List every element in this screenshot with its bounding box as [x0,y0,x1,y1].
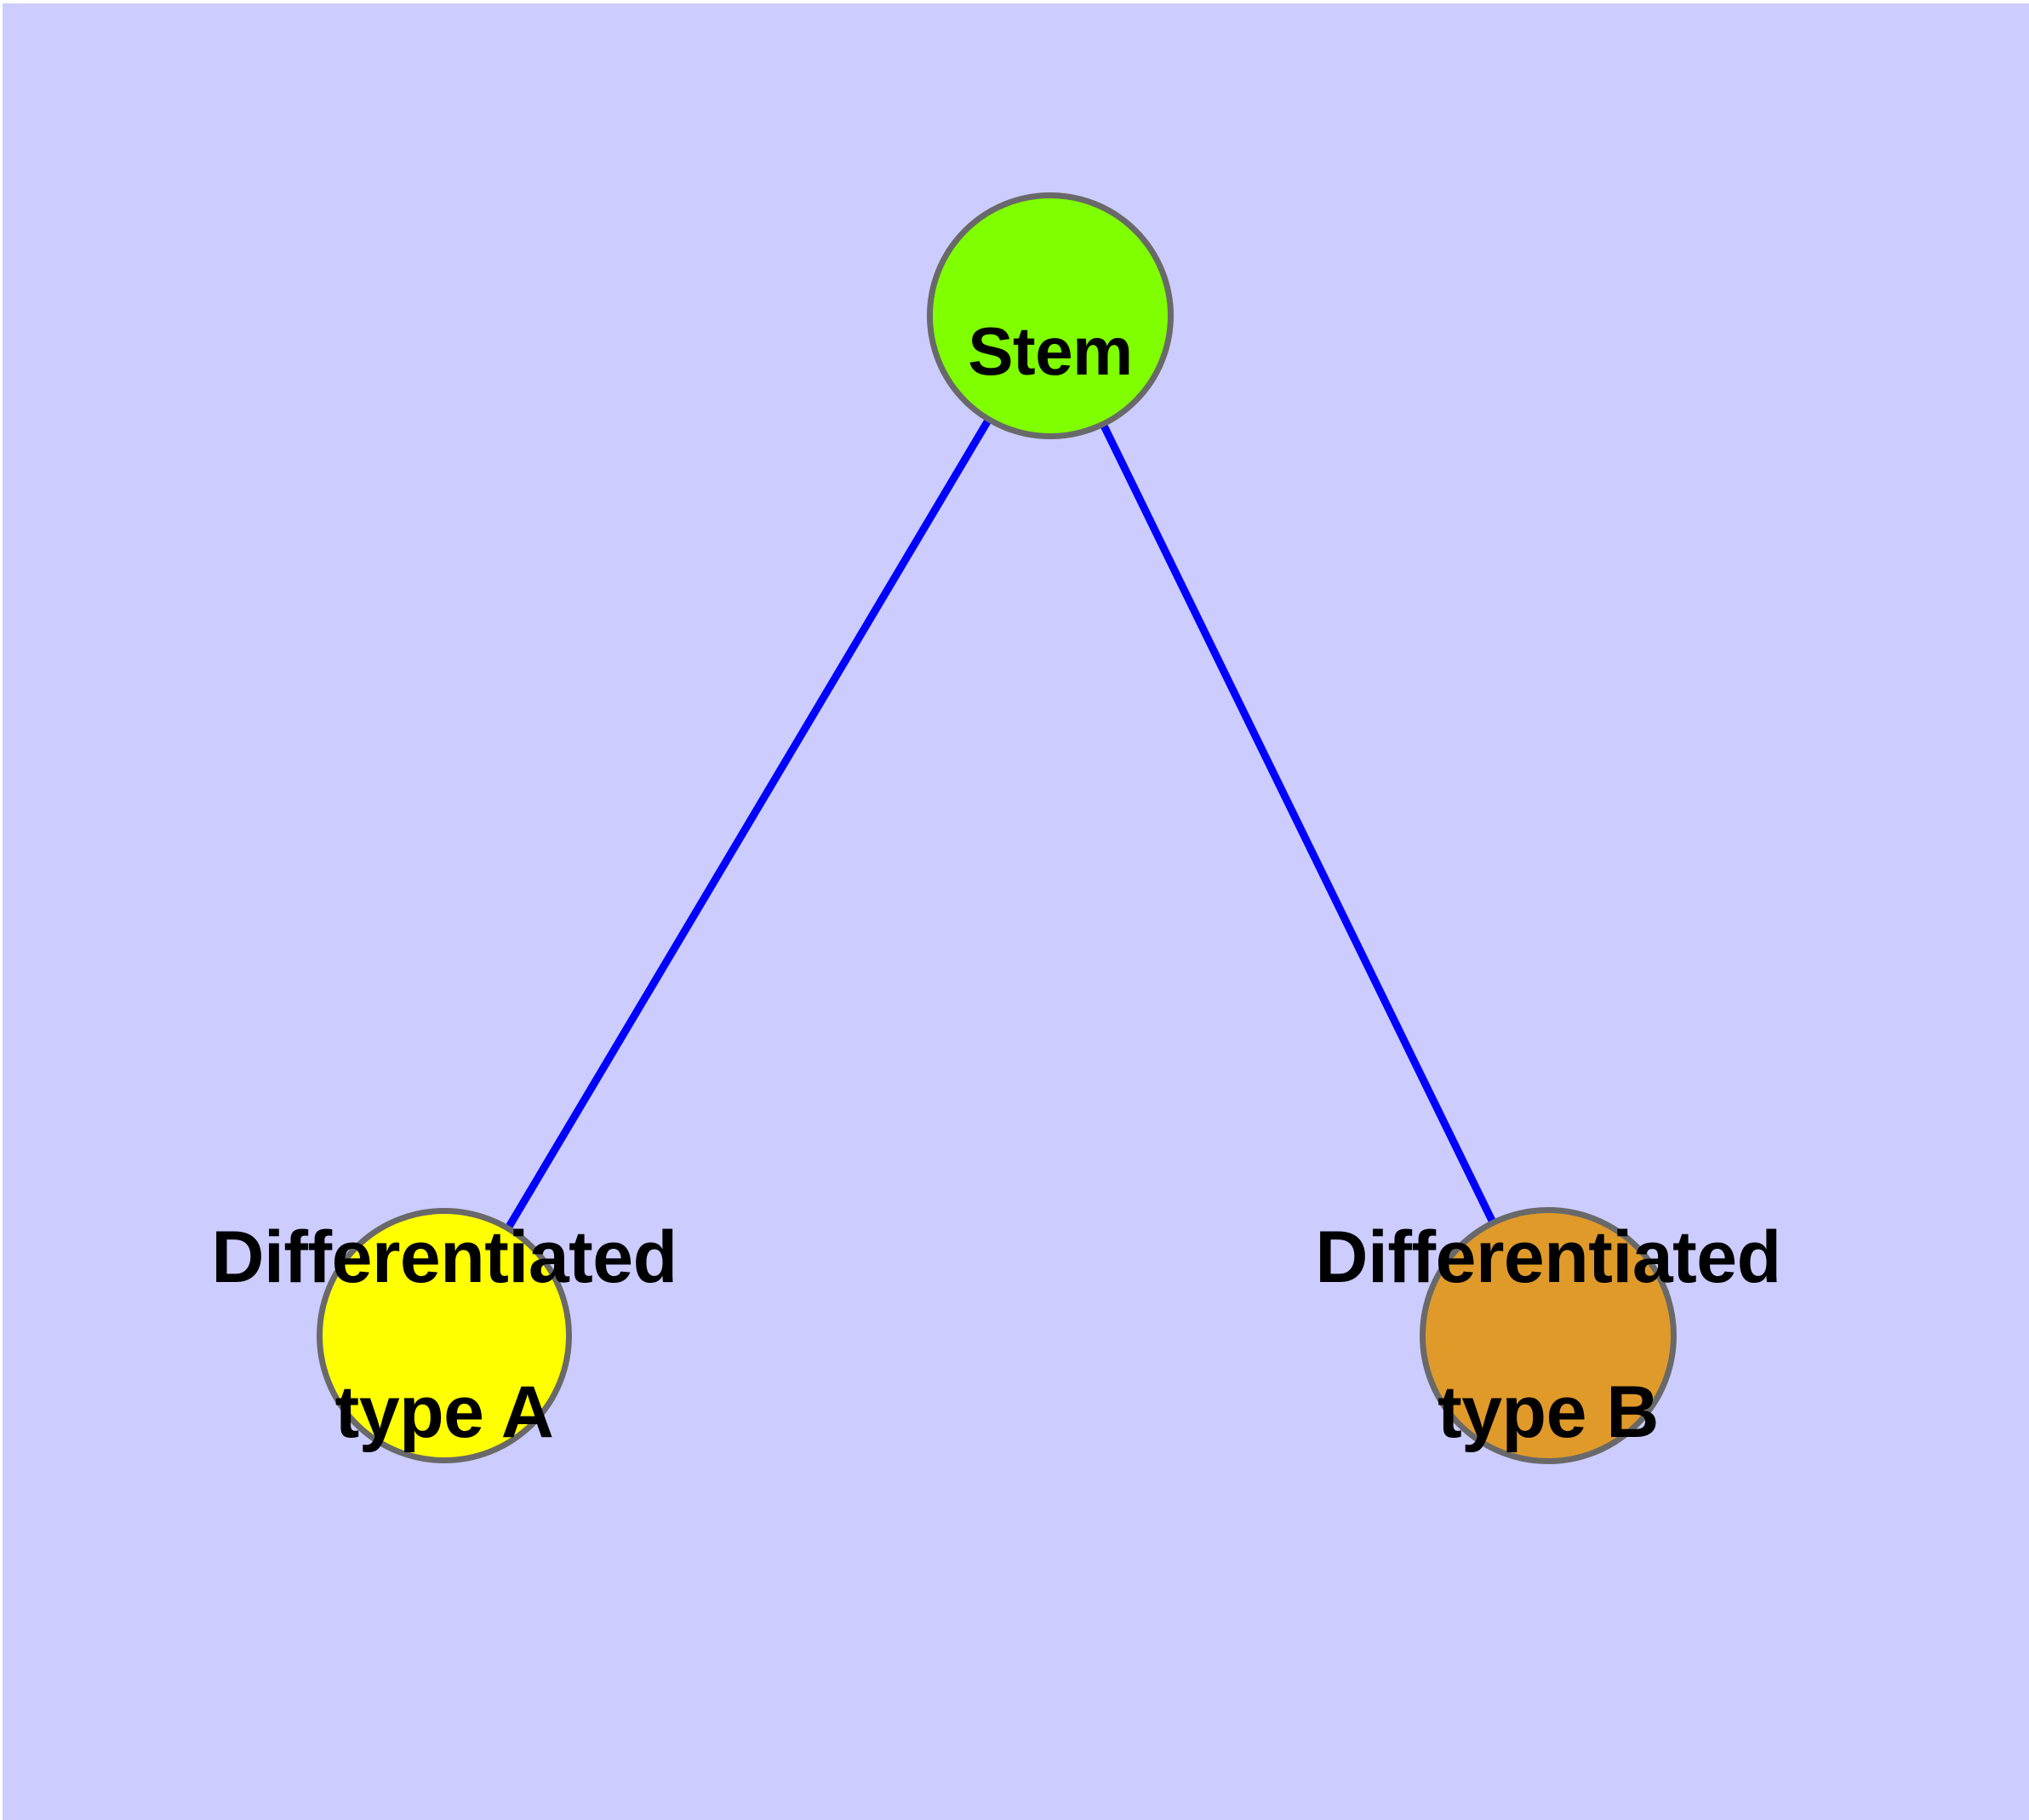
edge-layer [504,416,1497,1231]
node-differentiated-type-b[interactable] [1420,1207,1677,1464]
node-layer [317,192,1677,1464]
diagram-plot-area: Stem Differentiated type A Differentiate… [3,3,2029,1820]
node-differentiated-type-a[interactable] [317,1208,572,1463]
edge-stem-to-differentiated-type-a[interactable] [504,416,992,1231]
node-stem[interactable] [927,192,1174,439]
graph-svg [317,192,1677,1464]
edge-stem-to-differentiated-type-b[interactable] [1099,421,1497,1225]
